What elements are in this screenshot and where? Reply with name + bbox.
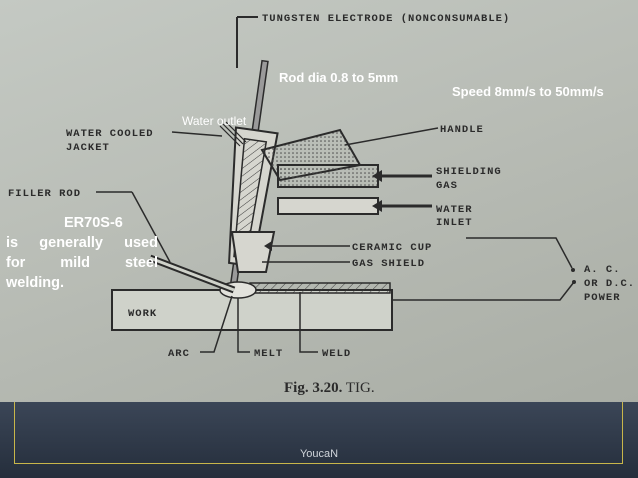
filler-note-word: for (6, 255, 26, 271)
cup-arrowhead (264, 241, 272, 251)
label-shielding-1: SHIELDING (436, 166, 502, 178)
filler-rod-core (149, 256, 235, 292)
power-cable-top (466, 237, 573, 269)
ceramic-cup (230, 231, 276, 273)
water-outlet-leader-2 (222, 123, 244, 145)
power-terminal-1 (571, 268, 575, 272)
filler-note-line-2: for mild steel (6, 253, 158, 273)
weld-leader (299, 292, 318, 353)
water-outlet-leader-1 (219, 125, 241, 147)
label-jacket-2: JACKET (66, 142, 110, 154)
label-water-in-2: INLET (436, 217, 473, 229)
shielding-arrowhead (372, 170, 382, 182)
handle-leader (344, 127, 439, 146)
label-filler: FILLER ROD (8, 188, 81, 200)
label-gas-shield: GAS SHIELD (352, 258, 425, 270)
filler-note-word: generally (39, 235, 103, 251)
filler-note-word: mild (60, 255, 91, 271)
speed-note: Speed 8mm/s to 50mm/s (452, 84, 604, 99)
label-cup: CERAMIC CUP (352, 242, 432, 254)
shielding-gas-pipe (277, 164, 379, 188)
filler-note-line-1: is generally used (6, 233, 158, 253)
filler-note-line-3: welding. (6, 275, 64, 291)
footer-text: YoucaN (299, 448, 339, 460)
filler-rod-note: ER70S-6 is generally used for mild steel… (6, 213, 158, 293)
diagram-photo: TUNGSTEN ELECTRODE (NONCONSUMABLE) HANDL… (0, 0, 638, 402)
water-outlet-leader-3 (225, 121, 247, 143)
label-melt: MELT (254, 348, 283, 360)
filler-note-word: is (6, 235, 19, 251)
water-inlet-pipe (277, 197, 379, 215)
label-shielding-2: GAS (436, 180, 458, 192)
power-terminal-2 (572, 280, 576, 284)
melt-leader (237, 298, 250, 353)
filler-note-title: ER70S-6 (64, 215, 123, 231)
jacket-leader (171, 131, 223, 137)
label-jacket-1: WATER COOLED (66, 128, 154, 140)
figure-caption: Fig. 3.20. TIG. (284, 380, 375, 396)
weld-bead (249, 282, 391, 294)
label-work: WORK (128, 308, 157, 320)
slide-footer-band (0, 402, 638, 478)
water-outlet-note: Water outlet (182, 114, 247, 128)
arc-leader (200, 295, 233, 353)
label-power-2: OR D.C. (584, 278, 635, 290)
filler-note-word: used (124, 235, 158, 251)
label-power-1: A. C. (584, 264, 621, 276)
label-arc: ARC (168, 348, 190, 360)
rod-diameter-note: Rod dia 0.8 to 5mm (279, 70, 399, 85)
tig-welding-diagram: TUNGSTEN ELECTRODE (NONCONSUMABLE) HANDL… (8, 13, 635, 396)
filler-leader-diag (131, 191, 171, 263)
label-weld: WELD (322, 348, 351, 360)
slide-frame (14, 402, 623, 464)
label-handle: HANDLE (440, 124, 484, 136)
figure-caption-number: Fig. 3.20. (284, 380, 343, 396)
label-water-in-1: WATER (436, 204, 473, 216)
water-inlet-arrowhead (372, 200, 382, 212)
label-electrode: TUNGSTEN ELECTRODE (NONCONSUMABLE) (262, 13, 510, 25)
label-power-3: POWER (584, 292, 621, 304)
figure-caption-title: TIG. (342, 380, 374, 396)
filler-note-word: steel (124, 255, 158, 271)
power-cable-bottom (392, 281, 575, 301)
